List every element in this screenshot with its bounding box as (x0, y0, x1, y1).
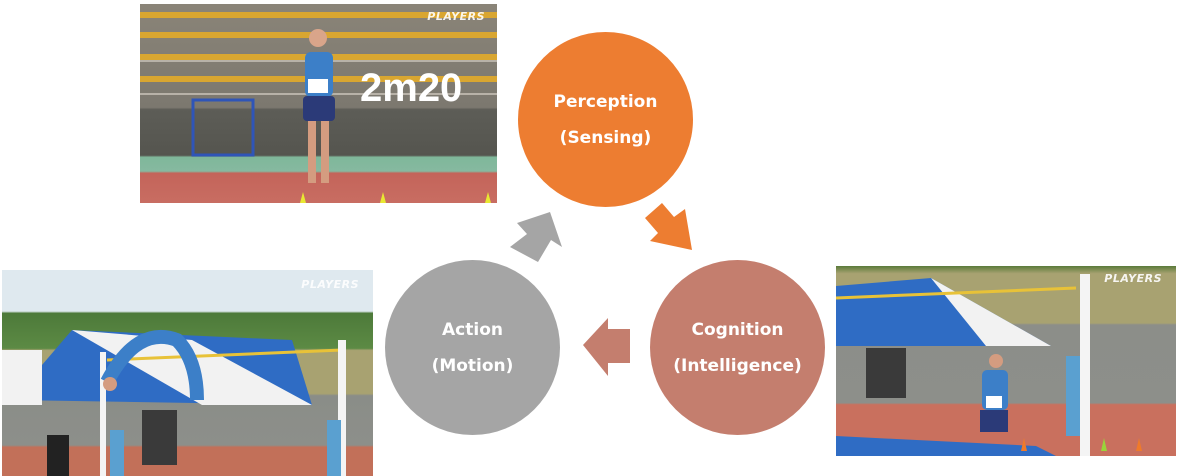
jump-scene-drawing (2, 329, 346, 476)
node-perception-sublabel: (Sensing) (559, 127, 652, 148)
node-action-label: Action (442, 319, 503, 340)
players-watermark: PLAYERS (427, 10, 485, 23)
node-perception: Perception (Sensing) (518, 32, 693, 207)
photo-standing-athlete: 2m20 PLAYERS (140, 4, 497, 203)
arrow-cognition-to-action (583, 318, 630, 376)
node-action-sublabel: (Motion) (431, 355, 514, 376)
height-overlay-text: 2m20 (360, 66, 463, 110)
node-cognition-sublabel: (Intelligence) (673, 355, 802, 376)
stands-drawing (140, 12, 497, 203)
landing-scene-drawing (836, 274, 1142, 456)
node-perception-label: Perception (553, 91, 658, 112)
node-cognition: Cognition (Intelligence) (650, 260, 825, 435)
node-cognition-label: Cognition (691, 319, 784, 340)
athlete-figure (303, 29, 335, 183)
photo-running-athlete: PLAYERS (836, 266, 1176, 456)
photo-jumping-athlete: PLAYERS (2, 270, 373, 476)
players-watermark: PLAYERS (1104, 272, 1162, 285)
players-watermark: PLAYERS (301, 278, 359, 291)
arrow-perception-to-cognition (645, 203, 692, 250)
arrow-action-to-perception (510, 212, 562, 262)
node-action: Action (Motion) (385, 260, 560, 435)
